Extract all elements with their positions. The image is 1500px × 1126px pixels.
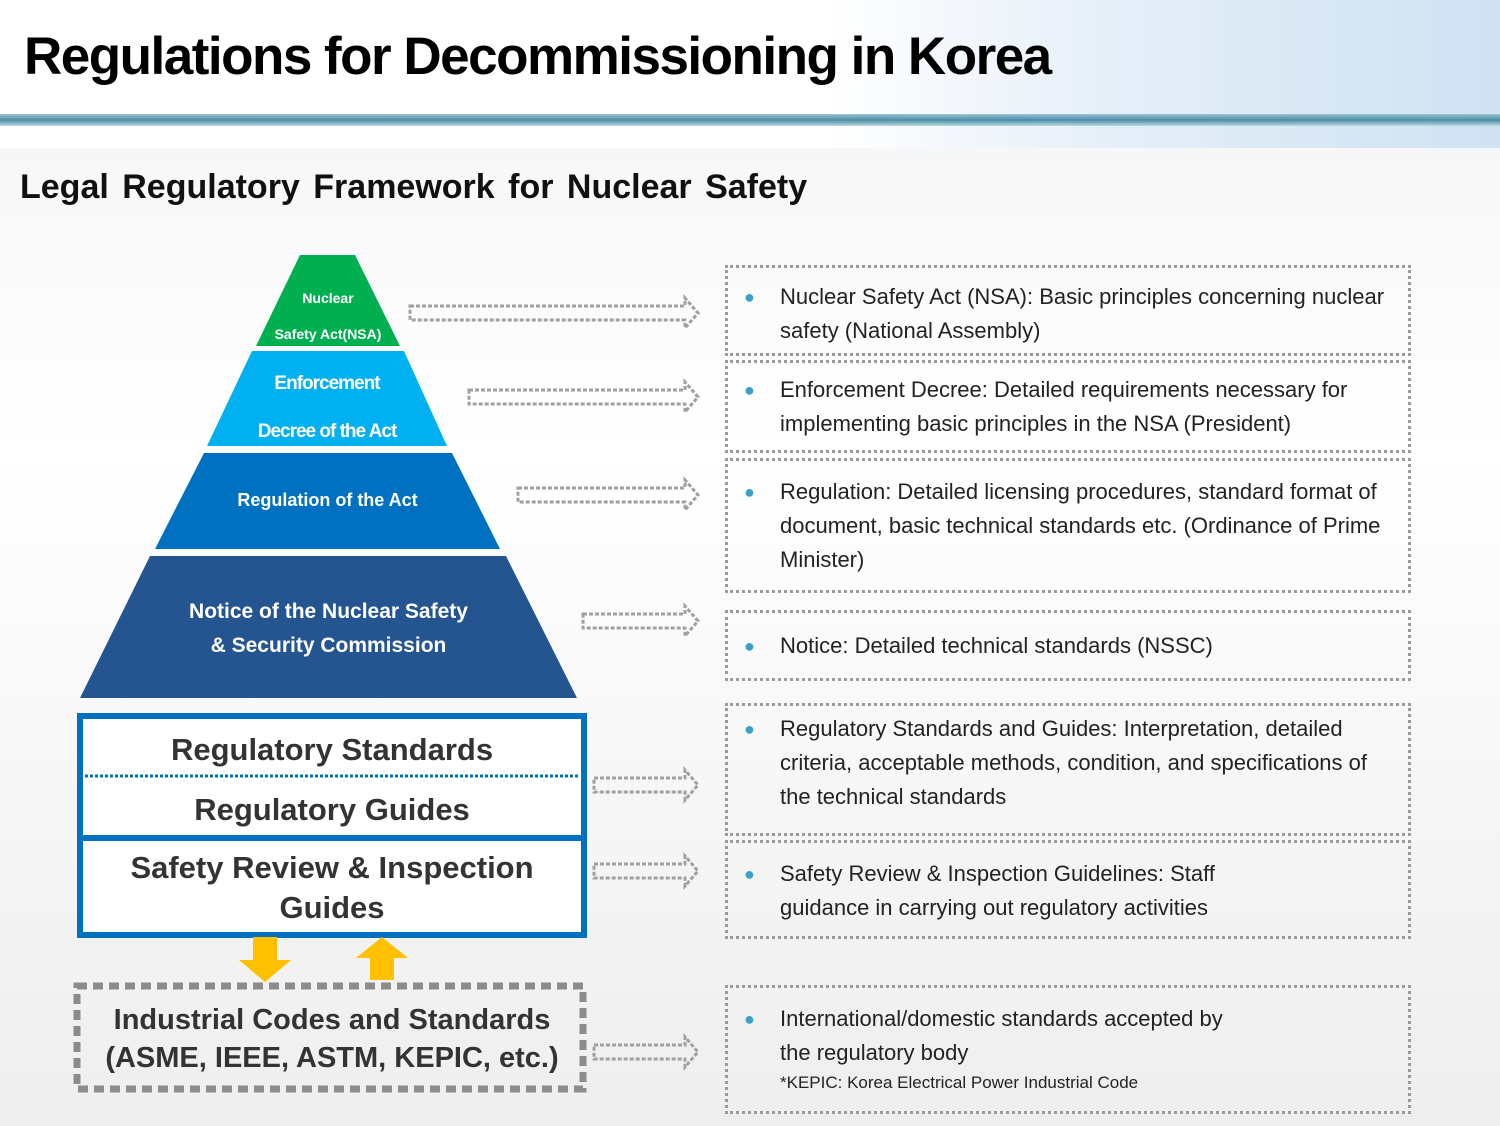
label-line: Industrial Codes and Standards [113,1004,551,1036]
bullet-icon: ● [744,287,755,307]
arrow-review [592,851,700,891]
description-text: International/domestic standards accepte… [780,1006,1223,1065]
pyramid-label-nsa: Nuclear Safety Act(NSA) [256,280,400,352]
description-box-notice: ● Notice: Detailed technical standards (N… [725,610,1411,681]
safety-review-label-2: Guides [279,890,385,925]
pyramid-level-notice [80,556,577,698]
regulatory-guides-label: Regulatory Guides [194,792,470,827]
arrow-standards [592,765,700,805]
industrial-codes-label: Industrial Codes and Standards (ASME, IE… [83,1001,581,1077]
description-text: Safety Review & Inspection Guidelines: S… [780,861,1215,920]
pyramid-level-regulation [155,453,500,549]
label-line: Nuclear [302,290,354,306]
header-band [0,114,1500,126]
pyramid-level-nsa [256,255,400,346]
description-box-standards: ● Regulatory Standards and Guides: Interp… [725,703,1411,836]
section-subtitle: Legal Regulatory Framework for Nuclear S… [20,168,808,206]
label-line: Decree of the Act [257,421,398,442]
label-line: Notice of the Nuclear Safety [189,600,468,623]
label-line: Enforcement [274,373,380,394]
bullet-icon: ● [744,719,755,739]
description-box-decree: ● Enforcement Decree: Detailed requiremen… [725,360,1411,453]
pyramid-label-decree: Enforcement Decree of the Act [207,360,447,456]
label-line: (ASME, IEEE, ASTM, KEPIC, etc.) [105,1042,559,1074]
arrow-regulation [516,475,700,515]
description-text: Regulatory Standards and Guides: Interpr… [780,716,1367,809]
arrow-notice [581,601,700,641]
description-box-nsa: ● Nuclear Safety Act (NSA): Basic princip… [725,265,1411,356]
description-text: Regulation: Detailed licensing procedure… [780,479,1381,572]
bullet-icon: ● [744,636,755,656]
label-line: & Security Commission [210,634,447,657]
description-text: Nuclear Safety Act (NSA): Basic principl… [780,284,1385,343]
arrow-industrial [592,1032,700,1072]
standards-box [77,713,587,938]
description-text: Notice: Detailed technical standards (NS… [780,633,1213,658]
description-box-regulation: ● Regulation: Detailed licensing procedur… [725,458,1411,593]
bullet-icon: ● [744,482,755,502]
yellow-arrow-down [239,937,291,982]
bullet-icon: ● [744,864,755,884]
arrow-nsa [408,293,700,333]
pyramid-level-decree [207,351,447,446]
bullet-icon: ● [744,380,755,400]
regulatory-standards-label: Regulatory Standards [170,732,494,767]
description-text: Enforcement Decree: Detailed requirement… [780,377,1348,436]
description-box-review: ● Safety Review & Inspection Guidelines: … [725,840,1411,939]
pyramid-label-notice: Notice of the Nuclear Safety & Security … [80,595,577,663]
kepic-footnote: *KEPIC: Korea Electrical Power Industria… [780,1073,1139,1092]
bullet-icon: ● [744,1009,755,1029]
pyramid-label-regulation: Regulation of the Act [237,490,418,510]
label-line: Safety Act(NSA) [274,326,382,342]
page-title: Regulations for Decommissioning in Korea [24,27,1052,86]
yellow-arrow-up [356,937,408,980]
safety-review-label: Safety Review & Inspection [130,850,534,885]
description-box-industrial: ● International/domestic standards accept… [725,985,1411,1114]
arrow-decree [467,377,700,417]
